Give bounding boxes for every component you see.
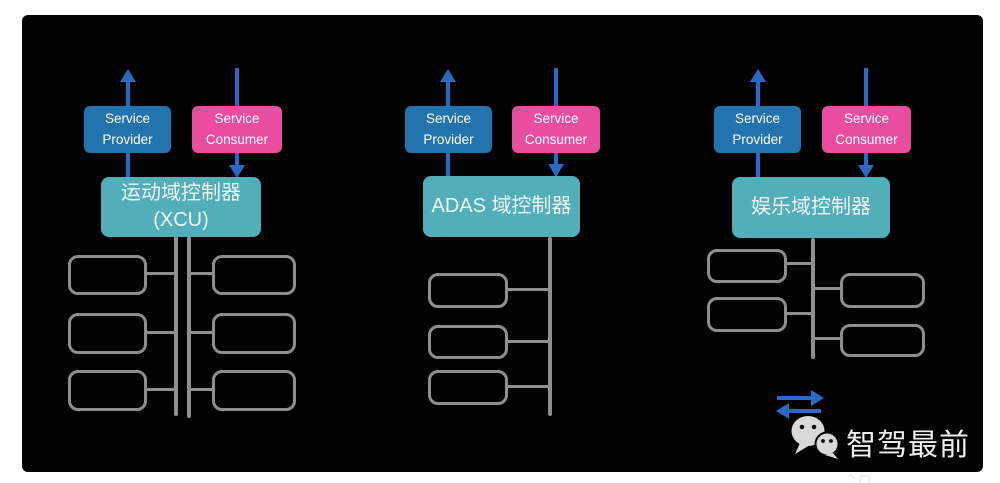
provider-controller-link — [446, 153, 450, 177]
consumer-controller-link — [864, 153, 868, 166]
up-arrow-line — [126, 81, 130, 106]
adas-domain-controller-box: ADAS 域控制器 — [423, 176, 580, 237]
connector-line — [787, 262, 811, 265]
connector-line — [147, 331, 174, 334]
consumer-controller-link — [554, 153, 558, 165]
down-arrow-line — [235, 68, 239, 106]
ecu-node — [428, 370, 508, 405]
service-consumer-box: Service Consumer — [512, 106, 600, 153]
ecu-node — [212, 255, 296, 295]
up-arrow-icon — [120, 69, 136, 82]
provider-controller-link — [756, 153, 760, 178]
ecu-node — [68, 370, 147, 411]
ecu-node — [707, 249, 787, 283]
connector-line — [787, 312, 811, 315]
bus-line — [811, 238, 815, 359]
connector-line — [191, 388, 212, 391]
service-consumer-box: Service Consumer — [822, 106, 911, 153]
ecu-node — [428, 325, 508, 359]
ecu-node — [212, 313, 296, 354]
down-arrow-icon — [229, 165, 245, 178]
entertainment-domain-controller-box: 娱乐域控制器 — [732, 177, 890, 238]
connector-line — [815, 337, 840, 340]
down-arrow-icon — [548, 164, 564, 177]
service-provider-box: Service Provider — [84, 106, 171, 153]
bus-line — [548, 237, 552, 416]
up-arrow-icon — [750, 69, 766, 82]
ecu-node — [428, 273, 508, 308]
legend-left-arrow-line — [788, 409, 821, 413]
connector-line — [147, 388, 174, 391]
ecu-node — [840, 273, 925, 308]
legend-right-arrow-icon — [811, 390, 824, 406]
ecu-node — [840, 324, 925, 357]
service-consumer-box: Service Consumer — [192, 106, 282, 153]
up-arrow-line — [446, 81, 450, 106]
bus-line — [174, 236, 178, 416]
up-arrow-line — [756, 81, 760, 106]
connector-line — [191, 331, 212, 334]
down-arrow-icon — [858, 165, 874, 178]
service-provider-box: Service Provider — [714, 106, 801, 153]
connector-line — [815, 287, 840, 290]
connector-line — [508, 385, 548, 388]
up-arrow-icon — [440, 69, 456, 82]
provider-controller-link — [126, 153, 130, 178]
connector-line — [508, 340, 548, 343]
wechat-icon — [791, 416, 840, 459]
legend-right-arrow-line — [777, 396, 812, 400]
watermark-text: 智驾最前沿 — [846, 429, 970, 483]
consumer-controller-link — [235, 153, 239, 166]
service-provider-box: Service Provider — [405, 106, 492, 153]
motion-domain-controller-box: 运动域控制器 (XCU) — [101, 177, 261, 237]
ecu-node — [68, 313, 147, 354]
connector-line — [147, 272, 174, 275]
down-arrow-line — [554, 68, 558, 106]
legend-left-arrow-icon — [776, 403, 789, 419]
connector-line — [508, 288, 548, 291]
down-arrow-line — [864, 68, 868, 106]
bus-line — [187, 236, 191, 418]
ecu-node — [68, 255, 147, 295]
ecu-node — [212, 370, 296, 411]
ecu-node — [707, 297, 787, 332]
connector-line — [191, 272, 212, 275]
